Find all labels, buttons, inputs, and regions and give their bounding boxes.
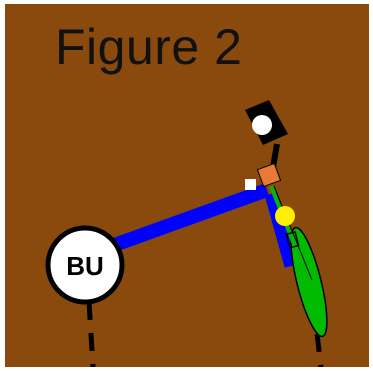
blue-arm-lower bbox=[264, 192, 298, 268]
right-dashed-guide bbox=[314, 333, 324, 367]
figure-panel: Figure 2 BU bbox=[5, 4, 369, 367]
yellow-marker bbox=[275, 206, 295, 226]
figure-title: Figure 2 bbox=[55, 19, 243, 75]
left-dashed-guide bbox=[86, 301, 96, 367]
joint-white-square bbox=[245, 179, 256, 190]
diagram-canvas: BU bbox=[45, 100, 328, 367]
bu-node-label: BU bbox=[66, 251, 104, 281]
stem-dark-tab bbox=[285, 231, 300, 249]
bu-node bbox=[45, 225, 125, 305]
orange-joint bbox=[256, 162, 282, 188]
blue-arm-upper bbox=[92, 183, 270, 259]
cap-white-dot bbox=[252, 115, 272, 135]
